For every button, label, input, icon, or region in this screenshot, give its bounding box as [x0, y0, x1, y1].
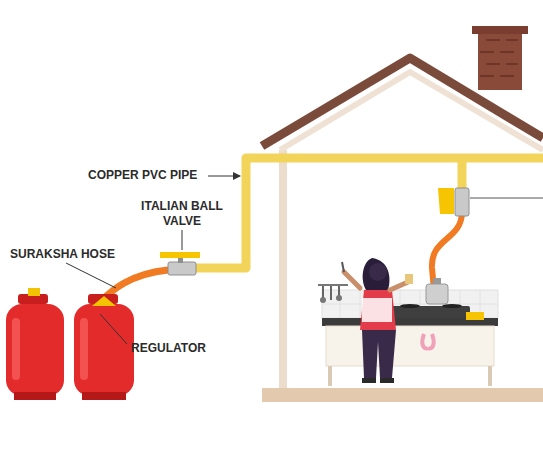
ball-valve [160, 252, 200, 275]
part-label: SURAKSHA HOSE [10, 247, 115, 262]
part-label: REGULATOR [131, 341, 206, 356]
leader-arrow [208, 176, 240, 177]
kitchen [318, 278, 498, 386]
house [262, 26, 543, 402]
regulator [92, 296, 116, 306]
indoor-valve [438, 188, 469, 216]
leader-line [100, 314, 127, 344]
woman-cooking [342, 258, 413, 383]
leader-line [182, 230, 183, 250]
leader-line [66, 263, 116, 288]
leader-line [470, 198, 543, 199]
kitchen-hose [432, 212, 462, 290]
part-label: COPPER PVC PIPE [88, 168, 197, 183]
copper-pvc-pipe [195, 158, 543, 268]
part-label: ITALIAN BALL VALVE [141, 199, 223, 229]
lpg-cylinders [6, 288, 134, 400]
